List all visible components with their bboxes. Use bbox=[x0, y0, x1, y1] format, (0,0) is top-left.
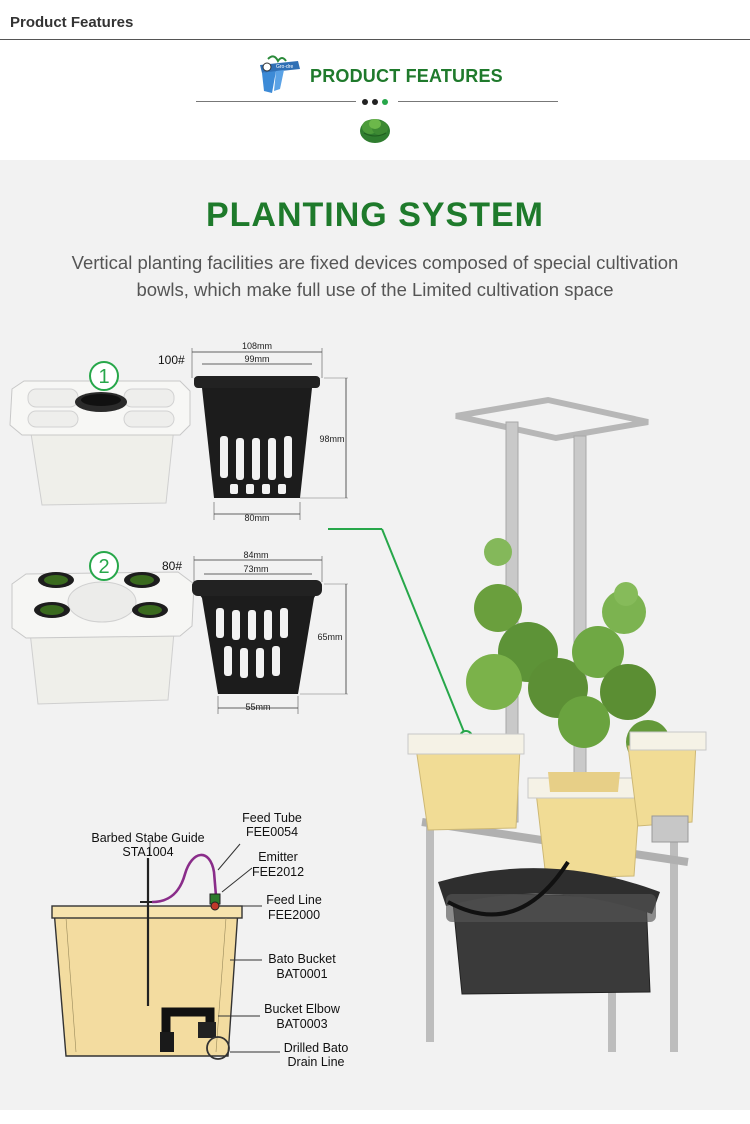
label-sta1004: STA1004 bbox=[122, 845, 173, 859]
label-fee0054: FEE0054 bbox=[246, 825, 298, 839]
lettuce-icon bbox=[360, 119, 390, 143]
label-bat0001: BAT0001 bbox=[276, 967, 327, 981]
description-line-2: bowls, which make full use of the Limite… bbox=[136, 279, 614, 300]
dim-73mm: 73mm bbox=[243, 564, 268, 574]
vertical-planting-stand-image bbox=[407, 396, 707, 1052]
dim-84mm: 84mm bbox=[243, 550, 268, 560]
label-feed-line: Feed Line bbox=[266, 893, 322, 907]
bucket-system-diagram: Barbed Stabe Guide STA1004 Feed Tube FEE… bbox=[51, 811, 349, 1069]
divider-left bbox=[196, 101, 356, 102]
size-label-80: 80# bbox=[162, 559, 182, 573]
label-fee2012: FEE2012 bbox=[252, 865, 304, 879]
dim-55mm: 55mm bbox=[245, 702, 270, 712]
brand-logo: Gro-dre bbox=[260, 55, 300, 93]
planting-system-title: PLANTING SYSTEM bbox=[205, 196, 545, 234]
label-bat0003: BAT0003 bbox=[276, 1017, 327, 1031]
badge-2: 2 bbox=[89, 551, 119, 581]
bucket-1-image bbox=[9, 380, 191, 506]
badge-2-number: 2 bbox=[98, 556, 109, 578]
dim-65mm: 65mm bbox=[317, 632, 342, 642]
dim-80mm: 80mm bbox=[244, 513, 269, 523]
divider-right bbox=[398, 101, 558, 102]
bucket-2-image bbox=[11, 571, 195, 705]
description-line-1: Vertical planting facilities are fixed d… bbox=[71, 252, 679, 273]
label-drain-line: Drain Line bbox=[288, 1055, 345, 1069]
dim-99mm: 99mm bbox=[244, 354, 269, 364]
label-emitter: Emitter bbox=[258, 850, 298, 864]
label-bucket-elbow: Bucket Elbow bbox=[264, 1002, 341, 1016]
label-feed-tube: Feed Tube bbox=[242, 811, 302, 825]
net-pot-1-diagram: 100# 108mm 99mm 98mm 80mm bbox=[158, 341, 348, 523]
net-pot-2-diagram: 80# 84mm 73mm 65mm 55mm bbox=[162, 550, 348, 714]
label-fee2000: FEE2000 bbox=[268, 908, 320, 922]
dots-ornament bbox=[362, 99, 388, 105]
label-bato-bucket: Bato Bucket bbox=[268, 952, 336, 966]
product-features-heading: PRODUCT FEATURES bbox=[310, 66, 503, 86]
badge-1: 1 bbox=[89, 361, 119, 391]
label-drilled-bato: Drilled Bato bbox=[284, 1041, 349, 1055]
dim-108mm: 108mm bbox=[242, 341, 272, 351]
label-barbed-stake-guide: Barbed Stabe Guide bbox=[91, 831, 204, 845]
dim-98mm: 98mm bbox=[319, 434, 344, 444]
top-bar: Product Features bbox=[0, 0, 750, 40]
badge-1-number: 1 bbox=[98, 366, 109, 388]
size-label-100: 100# bbox=[158, 353, 185, 367]
logo-text: Gro-dre bbox=[276, 64, 293, 70]
section-description: Vertical planting facilities are fixed d… bbox=[40, 249, 710, 303]
top-bar-title: Product Features bbox=[10, 14, 134, 31]
